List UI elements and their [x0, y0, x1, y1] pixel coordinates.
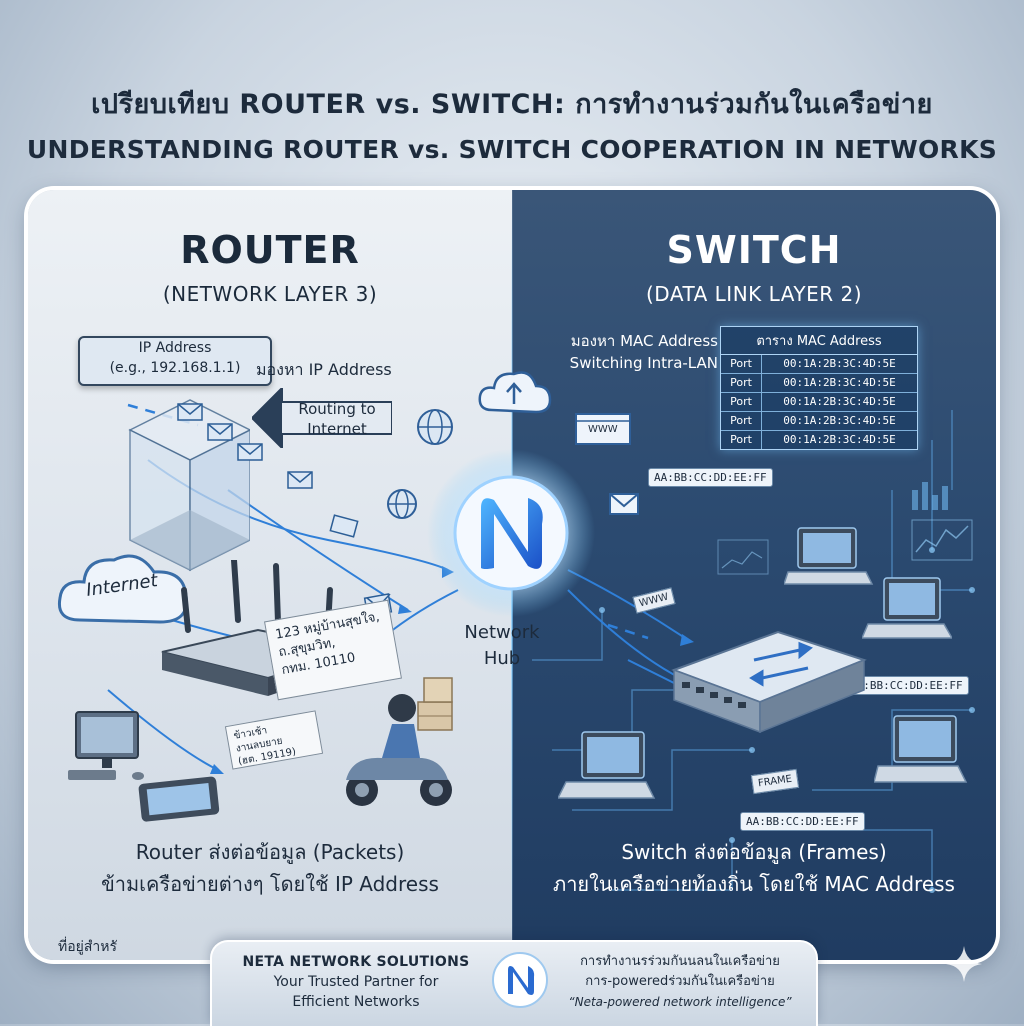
globe-icon-2	[387, 489, 417, 519]
table-row: Port 00:1A:2B:3C:4D:5E	[721, 374, 917, 393]
mac-address-table: ตาราง MAC Address Port 00:1A:2B:3C:4D:5E…	[720, 326, 918, 450]
routing-text: Routing to Internet	[282, 399, 392, 439]
desktop-computer-icon	[68, 711, 144, 780]
footer-slogan-2: การ-poweredร่วมกันในเครือข่าย	[585, 974, 775, 989]
router-cube-icon	[128, 399, 250, 572]
www-label: WWW	[588, 424, 618, 435]
ip-address-box: IP Address (e.g., 192.168.1.1)	[78, 336, 272, 386]
hub-line-1: Network	[464, 622, 540, 643]
footer-bar: NETA NETWORK SOLUTIONS Your Trusted Part…	[210, 940, 818, 1026]
table-cell-port: Port	[721, 412, 762, 430]
network-switch-icon	[671, 630, 867, 734]
network-hub-label: Network Hub	[452, 620, 552, 672]
mac-tag: AA:BB:CC:DD:EE:FF	[648, 468, 773, 487]
ip-box-example: (e.g., 192.168.1.1)	[109, 360, 241, 376]
table-cell-port: Port	[721, 393, 762, 411]
mac-lookup-label: มองหา MAC Address Switching Intra-LAN	[528, 330, 718, 374]
router-caption-line-1: Router ส่งต่อข้อมูล (Packets)	[135, 840, 405, 864]
mac-table-title: ตาราง MAC Address	[721, 327, 917, 355]
router-subtitle: (NETWORK LAYER 3)	[162, 282, 378, 306]
footer-slogan-block: การทำงานรร่วมกันนลนในเครือข่าย การ-power…	[558, 952, 802, 1012]
cloud-upload-icon	[478, 371, 552, 414]
envelope-icon-4	[609, 493, 639, 515]
table-row: Port 00:1A:2B:3C:4D:5E	[721, 355, 917, 374]
footer-slogan-quote: “Neta-powered network intelligence”	[568, 995, 792, 1009]
routing-line-2: Internet	[307, 420, 367, 438]
laptop-icon	[862, 577, 952, 639]
mac-tag: AA:BB:CC:DD:EE:FF	[740, 812, 865, 831]
switch-caption: Switch ส่งต่อข้อมูล (Frames) ภายในเครือข…	[512, 836, 996, 900]
switch-section	[512, 190, 996, 960]
company-block: NETA NETWORK SOLUTIONS Your Trusted Part…	[230, 952, 482, 1012]
switch-title: SWITCH	[666, 228, 842, 272]
footer-slogan-1: การทำงานรร่วมกันนลนในเครือข่าย	[580, 954, 780, 969]
routing-line-1: Routing to	[298, 400, 376, 418]
router-caption-line-2: ข้ามเครือข่ายต่างๆ โดยใช้ IP Address	[101, 872, 439, 896]
tablet-icon	[138, 776, 220, 822]
mac-lookup-line-2: Switching Intra-LAN	[569, 354, 718, 372]
table-cell-port: Port	[721, 374, 762, 392]
switch-caption-line-2: ภายในเครือข่ายท้องถิ่น โดยใช้ MAC Addres…	[553, 872, 955, 896]
envelope-icons	[177, 403, 313, 489]
page-title-english: UNDERSTANDING ROUTER vs. SWITCH COOPERAT…	[26, 135, 998, 164]
hub-line-2: Hub	[483, 648, 521, 669]
switch-caption-line-1: Switch ส่งต่อข้อมูล (Frames)	[621, 840, 887, 864]
ip-box-title: IP Address	[138, 340, 212, 356]
table-cell-port: Port	[721, 431, 762, 449]
table-cell-mac: 00:1A:2B:3C:4D:5E	[783, 376, 896, 389]
table-cell-mac: 00:1A:2B:3C:4D:5E	[783, 395, 896, 408]
comparison-panel: ROUTER (NETWORK LAYER 3) SWITCH (DATA LI…	[28, 190, 996, 960]
laptop-icon	[874, 715, 968, 783]
mac-tag: AA:BB:CC:DD:EE:FF	[844, 676, 969, 695]
laptop-icon	[558, 731, 656, 799]
page-title-thai: เปรียบเทียบ ROUTER vs. SWITCH: การทำงานร…	[91, 89, 933, 120]
table-row: Port 00:1A:2B:3C:4D:5E	[721, 412, 917, 431]
table-row: Port 00:1A:2B:3C:4D:5E	[721, 431, 917, 449]
envelope-icon-2	[329, 514, 359, 538]
neta-logo-icon	[492, 952, 548, 1008]
switch-subtitle: (DATA LINK LAYER 2)	[645, 282, 863, 306]
network-hub-logo	[427, 449, 595, 617]
delivery-rider-icon	[346, 677, 453, 806]
mac-lookup-line-1: มองหา MAC Address	[570, 332, 718, 350]
company-name: NETA NETWORK SOLUTIONS	[242, 954, 470, 970]
sparkle-icon	[946, 946, 982, 982]
company-tagline-1: Your Trusted Partner for	[273, 974, 439, 990]
globe-icon	[417, 409, 453, 445]
ip-lookup-label: มองหา IP Address	[256, 360, 392, 379]
router-caption: Router ส่งต่อข้อมูล (Packets) ข้ามเครือข…	[28, 836, 512, 900]
router-title: ROUTER	[180, 228, 360, 272]
table-cell-mac: 00:1A:2B:3C:4D:5E	[783, 414, 896, 427]
table-cell-port: Port	[721, 355, 762, 373]
laptop-icon	[784, 527, 874, 585]
table-cell-mac: 00:1A:2B:3C:4D:5E	[783, 433, 896, 446]
routing-arrow	[252, 388, 392, 448]
table-cell-mac: 00:1A:2B:3C:4D:5E	[783, 357, 896, 370]
circuit-lines	[532, 410, 975, 893]
company-tagline-2: Efficient Networks	[292, 994, 420, 1010]
table-row: Port 00:1A:2B:3C:4D:5E	[721, 393, 917, 412]
footer-note: ที่อยู่สำหรั	[58, 939, 117, 955]
browser-window-icon	[575, 413, 631, 445]
